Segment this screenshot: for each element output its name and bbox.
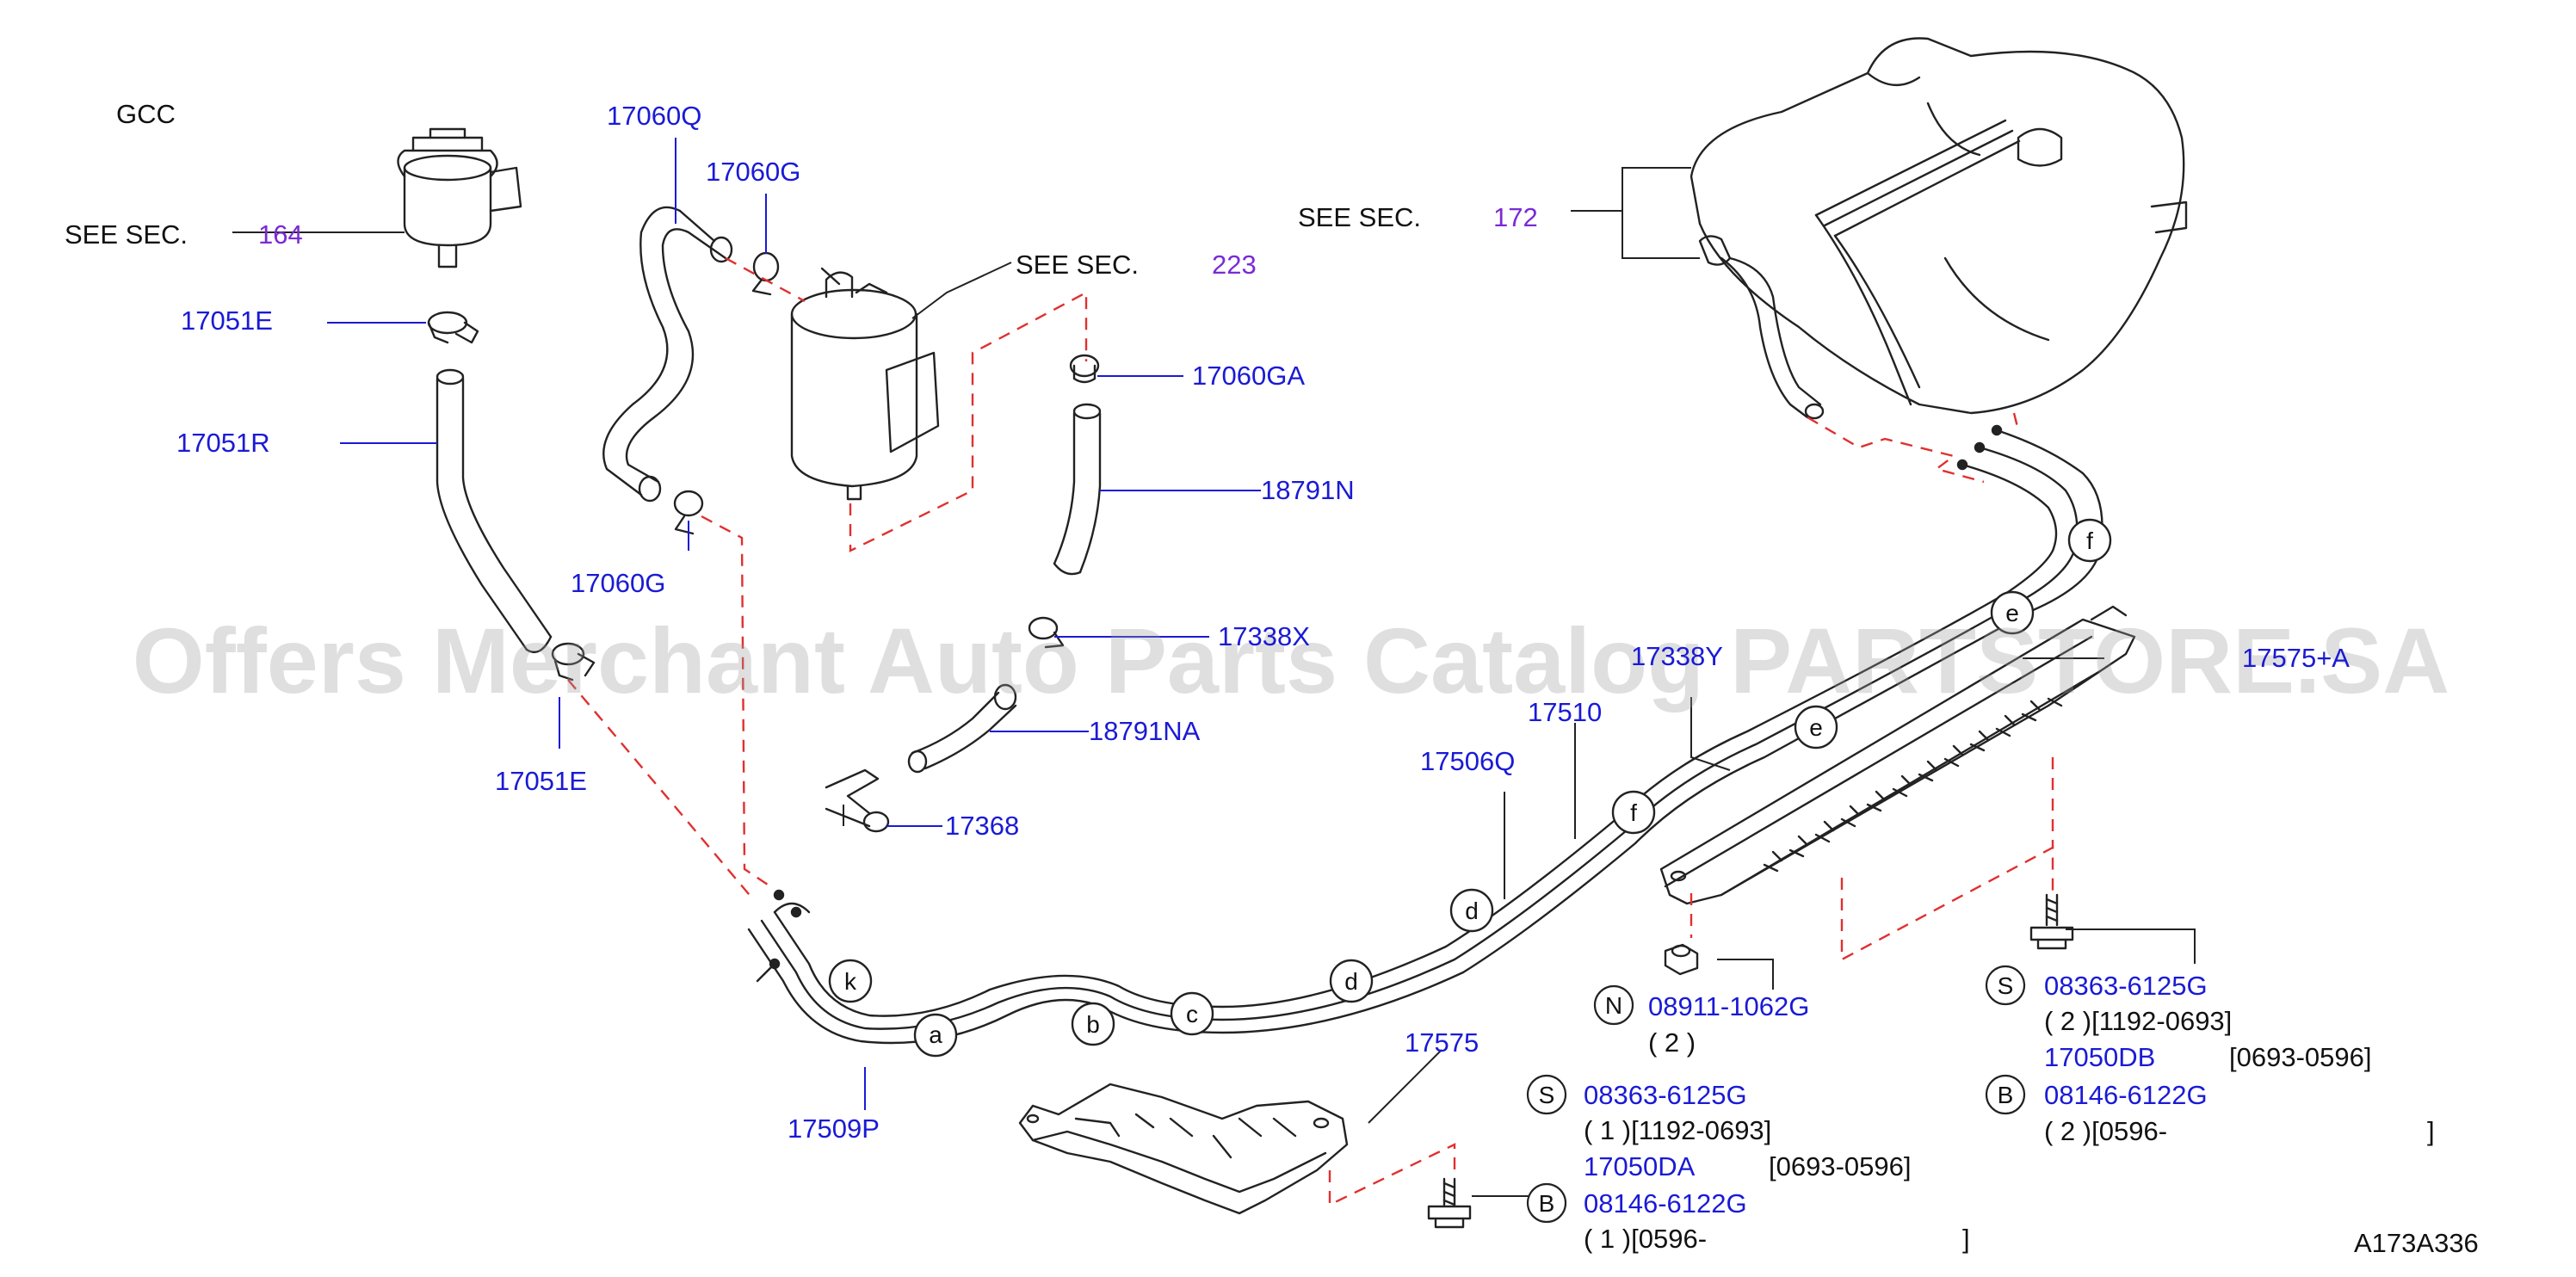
callout-k: k — [828, 959, 873, 1003]
callout-a: a — [913, 1013, 958, 1058]
header-code: GCC — [116, 99, 176, 129]
label-17051e-top[interactable]: 17051E — [181, 305, 273, 336]
callout-d-lower: d — [1329, 959, 1374, 1003]
label-17575a[interactable]: 17575+A — [2242, 643, 2350, 673]
callout-e-middle: e — [1794, 705, 1838, 750]
fastener-right-s-part[interactable]: 08363-6125G — [2044, 971, 2208, 1001]
fastener-right-db-part[interactable]: 17050DB — [2044, 1042, 2155, 1072]
label-17051r[interactable]: 17051R — [176, 428, 270, 458]
label-17368[interactable]: 17368 — [945, 811, 1019, 841]
callout-d-upper: d — [1449, 888, 1494, 933]
see-sec-223-link[interactable]: 223 — [1212, 250, 1257, 280]
svg-text:f: f — [1630, 799, 1637, 826]
label-17051e-bottom[interactable]: 17051E — [495, 766, 587, 796]
clamp-17051e-bottom-drawing — [551, 642, 596, 682]
label-17060g-bottom[interactable]: 17060G — [571, 568, 665, 598]
dashed-center-lines — [567, 256, 2054, 1206]
hose-17051r-drawing — [436, 368, 553, 654]
nut-08911-drawing — [1664, 943, 1699, 976]
fastener-right-s-letter: S — [1998, 972, 2014, 999]
hose-18791n-drawing — [1053, 403, 1102, 576]
label-17338x[interactable]: 17338X — [1218, 621, 1310, 651]
fastener-right-b-letter: B — [1998, 1082, 2014, 1108]
see-sec-223-text: SEE SEC. — [1016, 250, 1139, 280]
leader-lines — [232, 138, 2196, 1197]
fastener-left-b-letter: B — [1539, 1190, 1555, 1217]
clamp-17060ga-drawing — [1069, 354, 1100, 384]
hose-18791na-drawing — [907, 683, 1017, 774]
callout-f-middle: f — [1611, 790, 1656, 835]
circle-callouts: k a b c d d f e e f — [828, 518, 2112, 1058]
svg-text:c: c — [1186, 1001, 1198, 1027]
label-17510[interactable]: 17510 — [1528, 697, 1602, 727]
fastener-right-n-part[interactable]: 08911-1062G — [1648, 991, 1809, 1021]
bolt-left-drawing — [1427, 1177, 1472, 1229]
fastener-left-da-part[interactable]: 17050DA — [1584, 1151, 1696, 1181]
fuel-filter-drawing — [397, 127, 522, 268]
fastener-right-n-letter: N — [1605, 992, 1622, 1019]
fastener-right-b-close: ] — [2427, 1116, 2435, 1146]
fastener-table-left: S 08363-6125G ( 1 )[1192-0693] 17050DA [… — [1526, 1074, 1970, 1254]
fastener-left-b-note: ( 1 )[0596- — [1584, 1224, 1707, 1254]
fastener-table-right: N 08911-1062G ( 2 ) S 08363-6125G ( 2 )[… — [1593, 965, 2435, 1146]
clamp-17060g-top-drawing — [751, 251, 780, 296]
see-sec-164-link[interactable]: 164 — [258, 219, 303, 250]
fastener-left-b-part[interactable]: 08146-6122G — [1584, 1188, 1747, 1218]
fastener-left-s-letter: S — [1539, 1082, 1555, 1108]
watermark-text: Offers Merchant Auto Parts Catalog PARTS… — [133, 608, 2449, 713]
svg-text:e: e — [2005, 600, 2019, 626]
fastener-left-da-range: [0693-0596] — [1769, 1151, 1911, 1181]
fuel-tank-drawing — [1690, 37, 2188, 420]
svg-text:e: e — [1809, 714, 1823, 741]
callout-b: b — [1071, 1002, 1115, 1046]
clamp-17060g-bottom-drawing — [673, 490, 704, 535]
svg-text:b: b — [1086, 1011, 1100, 1038]
callout-c: c — [1170, 991, 1214, 1036]
label-17575[interactable]: 17575 — [1405, 1027, 1479, 1058]
canister-drawing — [790, 267, 940, 501]
fastener-right-b-part[interactable]: 08146-6122G — [2044, 1080, 2208, 1110]
main-fuel-lines-drawing — [747, 424, 2103, 1045]
fastener-left-b-close: ] — [1962, 1224, 1970, 1254]
protector-17575-drawing — [1018, 1083, 1349, 1215]
label-17338y[interactable]: 17338Y — [1631, 641, 1723, 671]
label-17060ga[interactable]: 17060GA — [1192, 361, 1305, 391]
see-sec-164-text: SEE SEC. — [65, 219, 188, 250]
label-17060g-top[interactable]: 17060G — [706, 157, 800, 187]
label-17506q[interactable]: 17506Q — [1420, 746, 1515, 776]
fastener-left-s-note: ( 1 )[1192-0693] — [1584, 1115, 1771, 1145]
clamp-17051e-top-drawing — [427, 311, 479, 344]
fastener-right-b-note: ( 2 )[0596- — [2044, 1116, 2167, 1146]
protector-17575a-drawing — [1659, 605, 2136, 905]
fastener-right-n-note: ( 2 ) — [1648, 1027, 1696, 1058]
see-sec-172-link[interactable]: 172 — [1493, 202, 1538, 232]
svg-text:d: d — [1465, 898, 1479, 924]
bolt-right-drawing — [2029, 893, 2074, 950]
label-18791na[interactable]: 18791NA — [1089, 716, 1201, 746]
fastener-right-s-note: ( 2 )[1192-0693] — [2044, 1006, 2232, 1036]
callout-f-upper: f — [2067, 518, 2112, 563]
hose-17060q-drawing — [602, 206, 733, 503]
svg-text:k: k — [844, 968, 857, 995]
label-18791n[interactable]: 18791N — [1261, 475, 1355, 505]
callout-e-upper: e — [1990, 590, 2035, 635]
label-17509p[interactable]: 17509P — [788, 1114, 880, 1144]
diagram-code: A173A336 — [2354, 1228, 2479, 1258]
label-17060q[interactable]: 17060Q — [607, 101, 701, 131]
tube-17368-drawing — [825, 768, 890, 833]
fastener-right-db-range: [0693-0596] — [2229, 1042, 2371, 1072]
fastener-left-s-part[interactable]: 08363-6125G — [1584, 1080, 1747, 1110]
see-sec-172-text: SEE SEC. — [1298, 202, 1421, 232]
svg-text:a: a — [929, 1021, 942, 1048]
svg-text:f: f — [2086, 527, 2093, 554]
svg-text:d: d — [1344, 968, 1358, 995]
